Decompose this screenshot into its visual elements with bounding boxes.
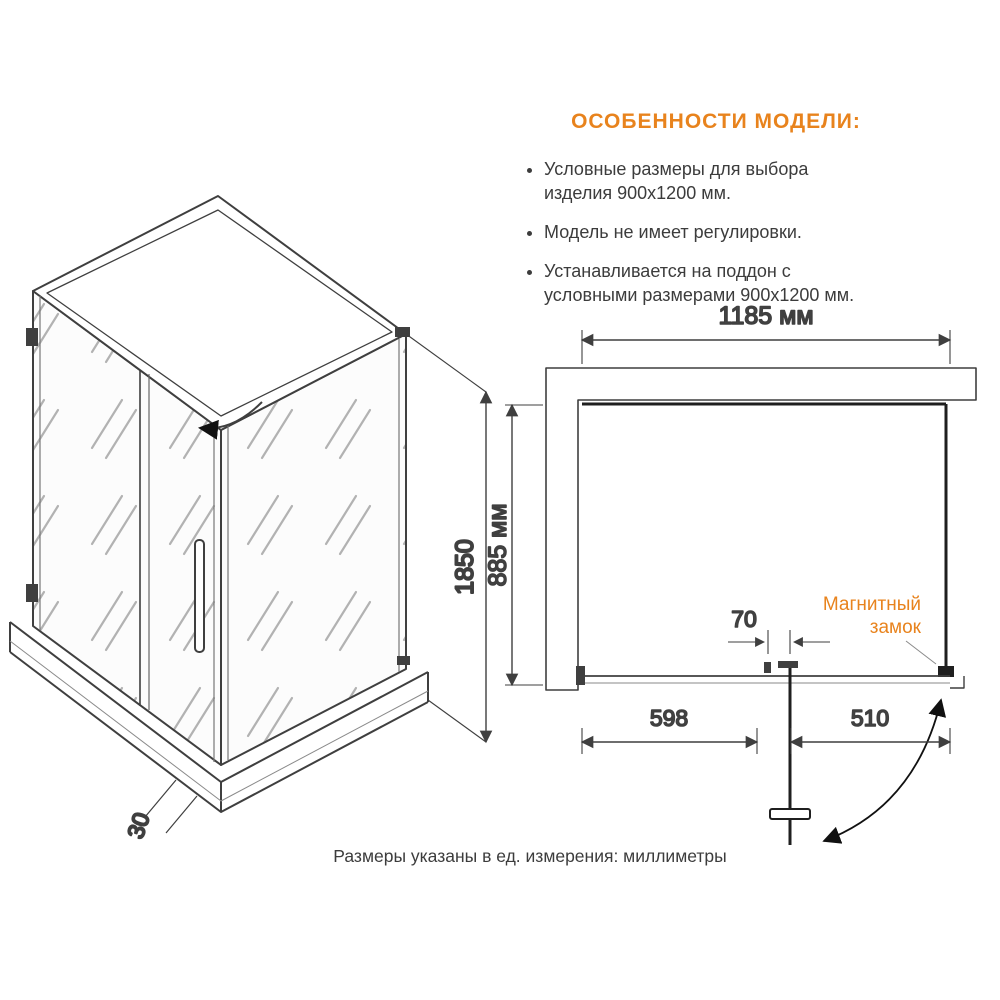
dimension-1850-label: 1850 — [451, 539, 479, 595]
dimension-598 — [580, 728, 759, 754]
dimension-510 — [789, 728, 952, 754]
dimension-885 — [505, 403, 543, 687]
dimension-30 — [144, 779, 198, 834]
door-swing-arrow — [198, 401, 263, 440]
dimension-510-label: 510 — [851, 705, 889, 731]
top-frame — [32, 195, 407, 431]
features-title: ОСОБЕННОСТИ МОДЕЛИ: — [571, 110, 861, 133]
plan-bottom-frame — [576, 666, 965, 689]
door-handle — [194, 539, 205, 653]
units-note: Размеры указаны в ед. измерения: миллиме… — [333, 846, 727, 866]
dimension-70 — [728, 630, 830, 654]
glass-left-face — [32, 290, 222, 766]
magnet-label-line1: Магнитный — [823, 594, 921, 615]
dimension-70-label: 70 — [731, 606, 757, 632]
feature-item: Условные размеры для выбора изделия 900x… — [544, 158, 874, 206]
dimension-30-label: 30 — [122, 809, 155, 841]
features-block: ОСОБЕННОСТИ МОДЕЛИ: Условные размеры для… — [518, 110, 914, 323]
magnet-leader-line — [905, 640, 937, 665]
plan-view: 1185 мм 885 мм 70 598 510 — [483, 301, 977, 845]
shower-tray — [9, 621, 429, 813]
isometric-view: 1850 30 — [9, 195, 493, 843]
feature-item: Устанавливается на поддон с условными ра… — [544, 260, 874, 308]
walls — [545, 367, 977, 691]
dimension-1850 — [405, 333, 493, 744]
dimension-598-label: 598 — [650, 705, 688, 731]
dimension-885-label: 885 мм — [484, 503, 512, 586]
plan-door-handle — [769, 808, 811, 820]
magnet-label-line2: замок — [870, 617, 922, 638]
plan-door — [764, 661, 811, 845]
feature-item: Модель не имеет регулировки. — [544, 221, 874, 245]
glass-right-face — [220, 333, 407, 766]
plan-swing-arc — [822, 698, 947, 844]
plan-glass — [582, 402, 948, 668]
dimension-1185 — [580, 330, 952, 364]
hinges — [26, 327, 410, 665]
dimension-1185-label: 1185 мм — [718, 302, 813, 330]
frame-profiles — [39, 296, 400, 762]
door-divider — [139, 370, 150, 710]
features-list: Условные размеры для выбора изделия 900x… — [518, 158, 914, 308]
magnetic-lock — [938, 666, 954, 677]
